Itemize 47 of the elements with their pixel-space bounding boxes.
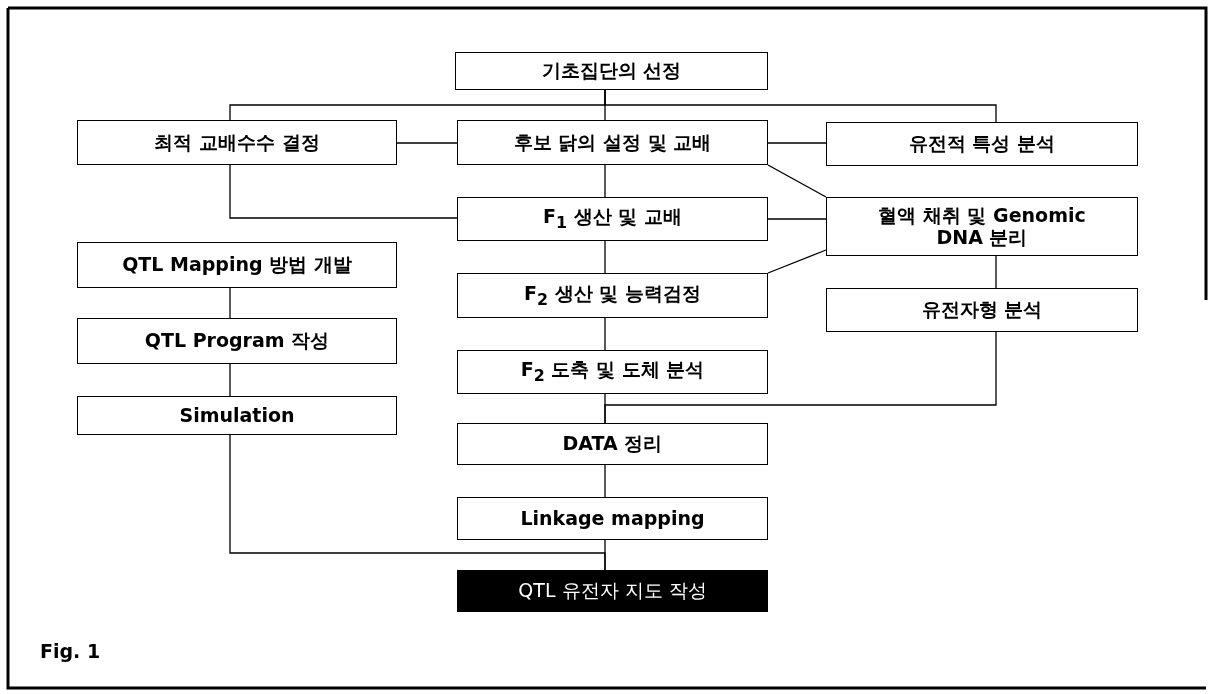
- step-text: F$_{2}$ 생산 및 능력검정: [524, 282, 701, 309]
- step-text: 기초집단의 선정: [541, 60, 682, 82]
- step-text: 최적 교배수수 결정: [154, 131, 320, 154]
- step-text: F$_{2}$ 도축 및 도체 분석: [520, 359, 705, 385]
- connector-line: [229, 434, 606, 571]
- connector-line: [767, 249, 827, 274]
- step-text: 혈액 채취 및 Genomic DNA 분리: [877, 204, 1087, 249]
- process-box: [455, 52, 768, 90]
- process-box: [457, 350, 768, 394]
- connector-line: [767, 218, 827, 220]
- connector-line: [229, 363, 231, 397]
- process-box: [457, 273, 768, 318]
- result-box: [457, 570, 768, 612]
- step-text: QTL Mapping 방법 개발: [122, 254, 352, 276]
- step-text: 후보 닭의 설정 및 교배: [513, 131, 712, 154]
- step-text: Linkage mapping: [520, 507, 705, 530]
- connector-line: [604, 464, 606, 498]
- connector-line: [604, 89, 997, 123]
- step-text: Simulation: [179, 404, 295, 427]
- connector-line: [767, 164, 827, 198]
- step-text: DATA 정리: [562, 433, 663, 455]
- step-text: F$_{1}$ 생산 및 교배: [543, 206, 682, 232]
- step-text: 유전자형 분석: [921, 299, 1043, 321]
- figure-caption: Fig. 1: [40, 640, 101, 662]
- connector-line: [995, 255, 997, 289]
- process-box: [77, 318, 397, 364]
- process-box: [77, 242, 397, 288]
- step-text: QTL 유전자 지도 작성: [518, 580, 707, 602]
- process-box: [77, 120, 397, 165]
- process-box: [77, 396, 397, 435]
- process-box: [826, 122, 1138, 166]
- process-box: [826, 288, 1138, 332]
- step-text: QTL Program 작성: [144, 330, 330, 352]
- process-box: [457, 197, 768, 241]
- connector-line: [396, 142, 458, 144]
- connector-line: [604, 317, 606, 351]
- process-box: [457, 120, 768, 165]
- connector-line: [767, 142, 827, 144]
- connector-line: [604, 331, 997, 424]
- step-text: 유전적 특성 분석: [908, 133, 1056, 155]
- connector-line: [604, 164, 606, 198]
- process-box: [826, 197, 1138, 256]
- connector-line: [229, 164, 458, 219]
- connector-line: [229, 287, 231, 319]
- process-box: [457, 497, 768, 540]
- connector-line: [604, 240, 606, 274]
- process-box: [457, 423, 768, 465]
